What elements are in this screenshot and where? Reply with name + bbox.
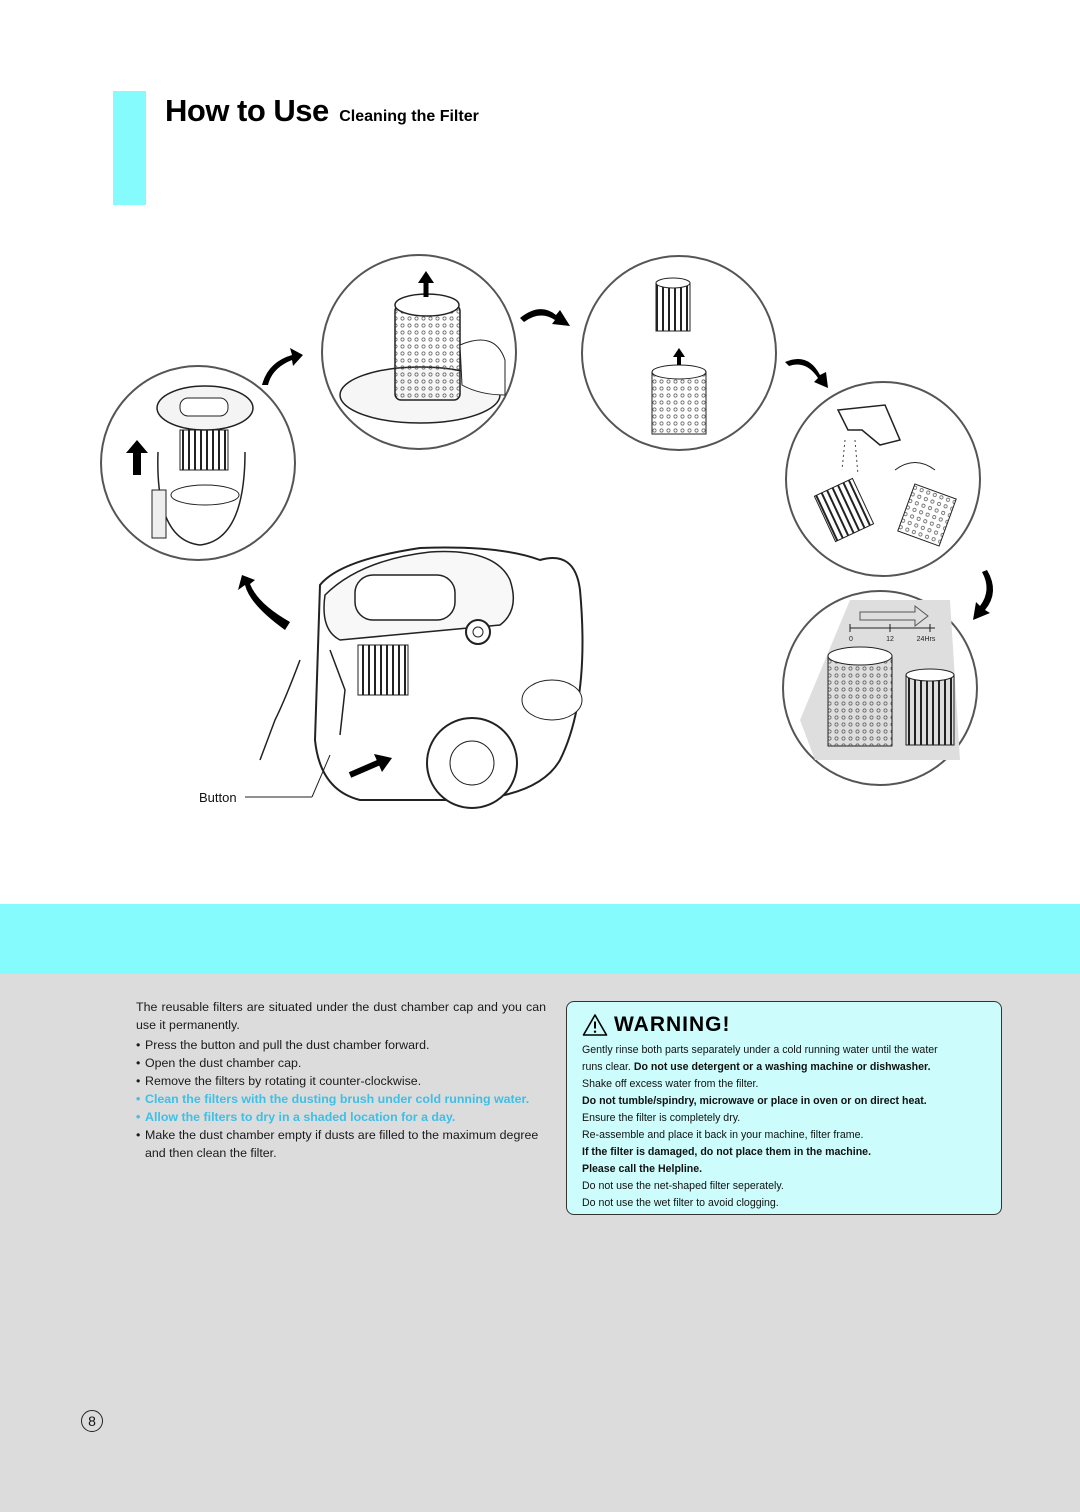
step-separate-filters-circle	[581, 255, 777, 451]
instruction-step: Remove the filters by rotating it counte…	[136, 1072, 546, 1090]
instruction-step: Make the dust chamber empty if dusts are…	[136, 1126, 546, 1162]
step-dry-filters-circle: 0 12 24Hrs	[782, 590, 978, 786]
warning-title: WARNING!	[614, 1013, 731, 1036]
page-number: 8	[81, 1410, 103, 1432]
warning-bold-text: Please call the Helpline.	[582, 1163, 703, 1175]
warning-line-bold: If the filter is damaged, do not place t…	[582, 1144, 987, 1161]
cyan-divider-band	[0, 904, 1080, 974]
page-title: How to Use	[165, 93, 329, 128]
drying-axis-0: 0	[849, 636, 853, 643]
warning-line: Ensure the filter is completely dry.	[582, 1112, 741, 1124]
warning-line-plain: runs clear.	[582, 1061, 634, 1073]
warning-line: Re-assemble and place it back in your ma…	[582, 1129, 864, 1141]
instructions-intro: The reusable filters are situated under …	[136, 1000, 546, 1032]
warning-line: Shake off excess water from the filter.	[582, 1078, 759, 1090]
warning-line: Do not use the wet filter to avoid clogg…	[582, 1197, 779, 1209]
warning-box: WARNING! Gently rinse both parts separat…	[566, 1001, 1002, 1215]
instruction-step: Open the dust chamber cap.	[136, 1054, 546, 1072]
button-callout-label: Button	[199, 790, 237, 805]
warning-line: Gently rinse both parts separately under…	[582, 1044, 938, 1056]
step-open-chamber-circle	[100, 365, 296, 561]
warning-bold-text: If the filter is damaged, do not place t…	[582, 1146, 872, 1158]
drying-axis-24: 24Hrs	[917, 636, 936, 643]
instructions-list: Press the button and pull the dust chamb…	[136, 1036, 546, 1162]
filter-cleaning-illustration: 0 12 24Hrs	[100, 254, 994, 809]
warning-header: WARNING!	[582, 1012, 987, 1038]
vacuum-cleaner-drawing	[245, 546, 584, 809]
warning-line: runs clear. Do not use detergent or a wa…	[582, 1059, 987, 1076]
instruction-step: Press the button and pull the dust chamb…	[136, 1036, 546, 1054]
warning-bold-text: Do not tumble/spindry, microwave or plac…	[582, 1095, 927, 1107]
page-heading: How to Use Cleaning the Filter	[165, 93, 479, 129]
instructions-section: The reusable filters are situated under …	[136, 998, 546, 1162]
instruction-step-highlight: Allow the filters to dry in a shaded loc…	[136, 1108, 546, 1126]
instruction-step-highlight: Clean the filters with the dusting brush…	[136, 1090, 546, 1108]
step-remove-filter-circle	[321, 254, 517, 450]
warning-line: Do not use the net-shaped filter seperat…	[582, 1180, 784, 1192]
title-accent-bar	[113, 91, 146, 205]
warning-line-bold: Please call the Helpline.	[582, 1161, 987, 1178]
warning-line-bold: Do not use detergent or a washing machin…	[633, 1061, 931, 1073]
warning-line-bold: Do not tumble/spindry, microwave or plac…	[582, 1093, 987, 1110]
page-subtitle: Cleaning the Filter	[339, 108, 479, 125]
drying-axis-12: 12	[886, 636, 894, 643]
warning-triangle-icon	[582, 1014, 608, 1036]
sequence-arrows	[126, 309, 994, 630]
step-rinse-filters-circle	[785, 381, 981, 577]
warning-text: Gently rinse both parts separately under…	[582, 1042, 987, 1212]
